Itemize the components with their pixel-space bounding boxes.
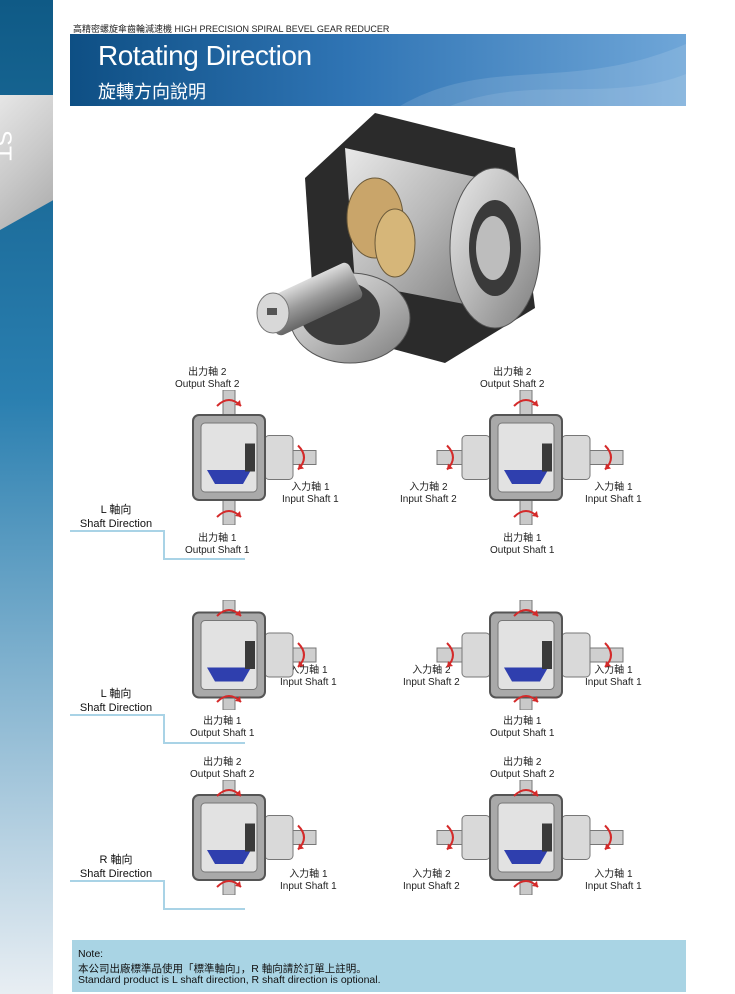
rotation-arrowhead-icon (235, 790, 241, 796)
rotation-arrowhead-icon (298, 661, 304, 667)
note-line-english: Standard product is L shaft direction, R… (78, 974, 381, 986)
pinion-gear-icon (542, 443, 552, 472)
r-shaft-bracket-top (70, 880, 164, 910)
rotation-arrowhead-icon (298, 843, 304, 850)
pinion-gear-icon (542, 823, 552, 852)
rotation-arrowhead-icon (447, 843, 453, 850)
rotation-arrowhead-icon (298, 463, 304, 470)
pinion-gear-icon (542, 641, 552, 669)
l-shaft-bracket-bottom (163, 530, 245, 560)
bevel-gear-icon (504, 850, 548, 864)
output-shaft-2-label: 出力軸 2 Output Shaft 2 (490, 757, 555, 780)
input-shaft-1-label: 入力軸 1 Input Shaft 1 (585, 869, 642, 892)
input-shaft-1-label: 入力軸 1 Input Shaft 1 (282, 482, 339, 505)
input-shaft-1-label: 入力軸 1 Input Shaft 1 (280, 869, 337, 892)
rotation-arrowhead-icon (605, 463, 611, 470)
rotation-arrowhead-icon (235, 511, 241, 517)
bearing-housing-icon (264, 632, 294, 678)
bearing-housing-icon (561, 632, 591, 678)
note-line-chinese: 本公司出廠標準品使用「標準軸向」，R 軸向請於訂單上註明。 (78, 963, 367, 975)
input-shaft-2-label: 入力軸 2 Input Shaft 2 (403, 665, 460, 688)
gearbox-diagram-l-single-2 (192, 600, 317, 710)
bevel-gear-icon (207, 850, 251, 864)
gearbox-diagram-l-double-2 (436, 600, 624, 710)
note-heading: Note: (78, 948, 104, 960)
banner-wave-decoration (400, 44, 686, 106)
rotation-arrowhead-icon (532, 610, 538, 616)
output-shaft-1-label: 出力軸 1 Output Shaft 1 (490, 533, 555, 556)
gearbox-diagram-l-single (192, 390, 317, 525)
bearing-housing-icon (461, 815, 491, 860)
bevel-gear-icon (207, 667, 251, 682)
gearbox-diagram-r-single (192, 780, 317, 895)
rotation-arrowhead-icon (605, 843, 611, 850)
pinion-gear-icon (245, 443, 255, 472)
rotation-arrowhead-icon (235, 881, 241, 887)
gear-reducer-cutaway-image (256, 113, 541, 364)
rotation-arrowhead-icon (447, 661, 453, 667)
l-shaft-direction-label: L 軸向 Shaft Direction (79, 504, 153, 530)
l-shaft-bracket-top (70, 714, 164, 744)
note-box: Note: 本公司出廠標準品使用「標準軸向」，R 軸向請於訂單上註明。 Stan… (72, 940, 686, 992)
rotation-arrowhead-icon (532, 790, 538, 796)
output-shaft-1-label: 出力軸 1 Output Shaft 1 (185, 533, 250, 556)
bearing-housing-icon (264, 435, 294, 480)
rotation-arrowhead-icon (235, 610, 241, 616)
output-shaft-2-label: 出力軸 2 Output Shaft 2 (480, 367, 545, 390)
input-shaft-2-label: 入力軸 2 Input Shaft 2 (400, 482, 457, 505)
output-shaft-1-label: 出力軸 1 Output Shaft 1 (490, 716, 555, 739)
l-shaft-direction-label: L 軸向 Shaft Direction (79, 688, 153, 714)
bearing-housing-icon (461, 632, 491, 678)
bearing-housing-icon (561, 435, 591, 480)
page-title: Rotating Direction (98, 40, 312, 71)
gearbox-diagram-l-double (436, 390, 624, 525)
rotation-arrowhead-icon (532, 696, 538, 702)
gearbox-diagram-r-double (436, 780, 624, 895)
input-shaft-1-label: 入力軸 1 Input Shaft 1 (585, 482, 642, 505)
rotation-arrowhead-icon (605, 661, 611, 667)
input-shaft-2-label: 入力軸 2 Input Shaft 2 (403, 869, 460, 892)
r-shaft-direction-label: R 軸向 Shaft Direction (79, 854, 153, 880)
pinion-gear-icon (245, 641, 255, 669)
header-top-line: 高精密螺旋傘齒輪減速機 HIGH PRECISION SPIRAL BEVEL … (73, 24, 390, 34)
bearing-housing-icon (461, 435, 491, 480)
r-shaft-bracket-bottom (163, 880, 245, 910)
pinion-gear-icon (245, 823, 255, 852)
input-shaft-1-label: 入力軸 1 Input Shaft 1 (585, 665, 642, 688)
bevel-gear-icon (504, 667, 548, 682)
page-subtitle: 旋轉方向說明 (98, 82, 206, 102)
bevel-gear-icon (504, 470, 548, 484)
l-shaft-bracket-top (70, 530, 164, 560)
input-shaft-1-label: 入力軸 1 Input Shaft 1 (280, 665, 337, 688)
rotation-arrowhead-icon (532, 511, 538, 517)
output-shaft-2-label: 出力軸 2 Output Shaft 2 (175, 367, 240, 390)
output-shaft-2-label: 出力軸 2 Output Shaft 2 (190, 757, 255, 780)
bearing-housing-icon (561, 815, 591, 860)
rotation-arrowhead-icon (235, 400, 241, 406)
bevel-gear-icon (207, 470, 251, 484)
rotation-arrowhead-icon (532, 881, 538, 887)
title-banner: Rotating Direction 旋轉方向說明 (70, 34, 686, 106)
l-shaft-bracket-bottom (163, 714, 245, 744)
rotation-arrowhead-icon (447, 463, 453, 470)
sidebar-label: ST (0, 130, 16, 161)
rotation-arrowhead-icon (532, 400, 538, 406)
rotation-arrowhead-icon (235, 696, 241, 702)
bearing-housing-icon (264, 815, 294, 860)
output-shaft-1-label: 出力軸 1 Output Shaft 1 (190, 716, 255, 739)
